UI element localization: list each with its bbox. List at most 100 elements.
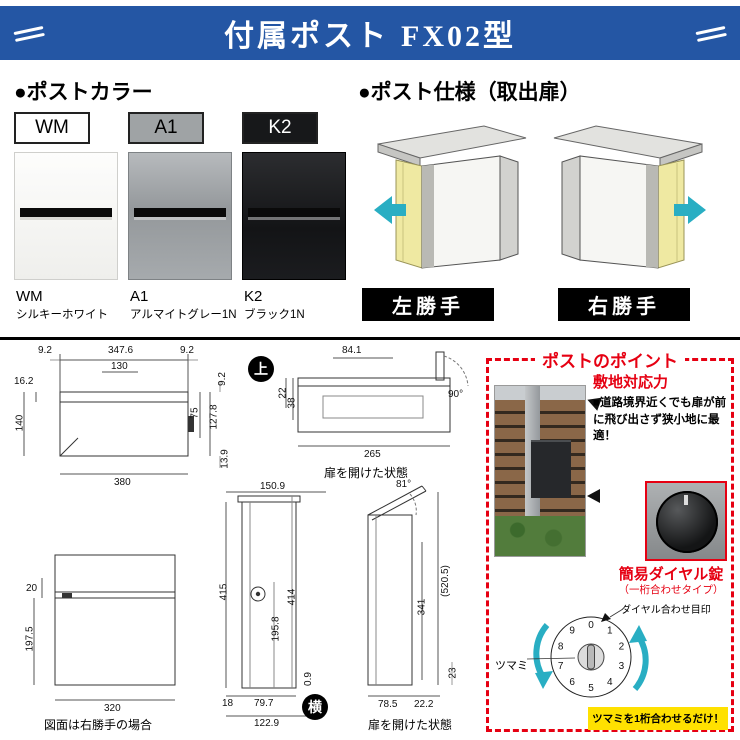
dial-number: 1 (607, 626, 613, 637)
mail-slot (134, 208, 226, 221)
color-item-a1: A1 A1 アルマイトグレー1N (128, 110, 237, 332)
dim-label: 265 (364, 449, 381, 460)
dial-number: 8 (558, 642, 564, 653)
color-name: ブラック1N (244, 309, 305, 321)
mail-slot (20, 208, 112, 221)
dim-label: 22.2 (414, 699, 434, 710)
mailbox-illustration-left (372, 110, 532, 280)
drawing-front-view: 20 197.5 320 図面は右勝手の場合 (12, 542, 224, 734)
dim-label: 380 (114, 477, 131, 488)
section-divider (0, 337, 740, 340)
title-decoration-right (695, 22, 728, 44)
color-code: WM (16, 288, 43, 305)
alignment-mark (601, 613, 611, 622)
mailbox-drawing (553, 125, 706, 269)
color-chip-wm: WM (14, 112, 90, 144)
dim-label: 84.1 (342, 345, 362, 356)
installation-photo (494, 385, 586, 557)
title-decoration-left (13, 22, 46, 44)
hand-label-left: 左勝手 (362, 288, 494, 321)
dial-number: 4 (607, 677, 613, 688)
dim-label: 38 (286, 397, 298, 409)
view-marker-top: 上 (248, 356, 274, 382)
points-panel: ポストのポイント 敷地対応力 ■道路境界近くでも扉が前に飛び出さず狭小地に最適！… (486, 347, 734, 732)
drawing-side-open-top: 84.1 22 38 90° 265 扉を開けた状態 (278, 346, 478, 496)
dim-label: 78.5 (378, 699, 398, 710)
page-title: 付属ポスト FX02型 (224, 11, 516, 55)
dim-label: 150.9 (260, 481, 286, 492)
feature-text: ■道路境界近くでも扉が前に飛び出さず狭小地に最適！ (593, 397, 727, 443)
dial-number: 3 (619, 661, 625, 672)
spec-section-heading: ●ポスト仕様（取出扉） (358, 81, 581, 104)
color-chip-a1: A1 (128, 112, 204, 144)
color-section-heading: ●ポストカラー (14, 81, 153, 104)
dial-lock-photo (645, 481, 727, 561)
dim-label: 127.8 (208, 404, 220, 430)
color-code: K2 (244, 288, 263, 305)
mailbox-drawing (374, 125, 527, 269)
feature-title-site: 敷地対応力 (593, 374, 669, 391)
color-swatch-wm (14, 152, 118, 280)
dim-label: 79.7 (254, 698, 274, 709)
dim-label: 197.5 (24, 626, 36, 652)
color-item-wm: WM WM シルキーホワイト (14, 110, 122, 332)
color-name: アルマイトグレー1N (130, 309, 237, 321)
page-title-model: FX02型 (401, 20, 516, 53)
drawing-side-view: 150.9 415 195.8 414 79.7 18 122.9 0.9 (218, 482, 354, 734)
dial-knob (656, 491, 718, 553)
dim-label: 16.2 (14, 376, 34, 387)
color-chip-k2: K2 (242, 112, 318, 144)
dim-label: 81° (396, 479, 412, 490)
drawing-side-door-open: 81° 341 (520.5) 78.5 22.2 23 扉を開けた状態 (352, 472, 486, 734)
dial-mark-label: ダイヤル合わせ目印 (621, 605, 711, 616)
dim-label: 122.9 (254, 718, 280, 729)
feature-subtitle-dial: （一桁合わせタイプ） (618, 584, 724, 596)
highlight-banner: ツマミを1桁合わせるだけ！ (588, 707, 728, 730)
hand-label-right: 右勝手 (558, 288, 690, 321)
pointer-arrow-icon (587, 489, 600, 503)
color-name: シルキーホワイト (16, 309, 108, 321)
dim-label: 347.6 (108, 345, 134, 356)
dim-label: 75 (189, 407, 201, 419)
hedge (495, 516, 585, 556)
dim-label: 90° (448, 389, 464, 400)
color-swatch-a1 (128, 152, 232, 280)
drawing-caption: 扉を開けた状態 (324, 466, 409, 480)
drawing-top-view: 9.2 347.6 9.2 130 16.2 140 75 127.8 9.2 … (12, 346, 248, 496)
drawing-caption: 扉を開けた状態 (368, 718, 453, 732)
dim-label: 9.2 (180, 345, 194, 356)
dim-label: 414 (286, 588, 298, 606)
color-code: A1 (130, 288, 149, 305)
dim-label: 140 (14, 414, 26, 432)
dial-number: 0 (588, 620, 594, 631)
mail-slot (248, 208, 340, 221)
knob-label: ツマミ (495, 660, 528, 672)
dim-label: 13.9 (219, 449, 231, 469)
points-title: ポストのポイント (535, 347, 685, 372)
dial-number: 7 (558, 661, 564, 672)
dial-number: 5 (588, 683, 594, 694)
color-item-k2: K2 K2 ブラック1N (242, 110, 350, 332)
dial-diagram: 0 1 2 3 4 5 6 7 8 9 (526, 608, 649, 698)
color-swatch-k2 (242, 152, 346, 280)
dim-label: 20 (26, 583, 38, 594)
dim-label: 130 (111, 361, 128, 372)
feature-title-dial: 簡易ダイヤル錠 (618, 566, 724, 583)
mounted-mailbox (531, 440, 579, 528)
dim-label: 195.8 (270, 616, 282, 642)
dim-label: 320 (104, 703, 121, 714)
dim-label: 9.2 (38, 345, 52, 356)
dim-label: 23 (447, 667, 459, 679)
dim-label: 341 (416, 598, 428, 616)
mailbox-illustration-right (548, 110, 708, 280)
dial-number: 2 (619, 642, 625, 653)
dim-label: 9.2 (216, 372, 228, 386)
page-title-main: 付属ポスト (224, 20, 389, 53)
dim-label: 0.9 (302, 672, 314, 686)
dial-number: 6 (569, 677, 575, 688)
dim-label: 415 (218, 583, 230, 601)
dial-number: 9 (569, 626, 575, 637)
view-marker-side: 横 (302, 694, 328, 720)
dim-label: 18 (222, 698, 234, 709)
